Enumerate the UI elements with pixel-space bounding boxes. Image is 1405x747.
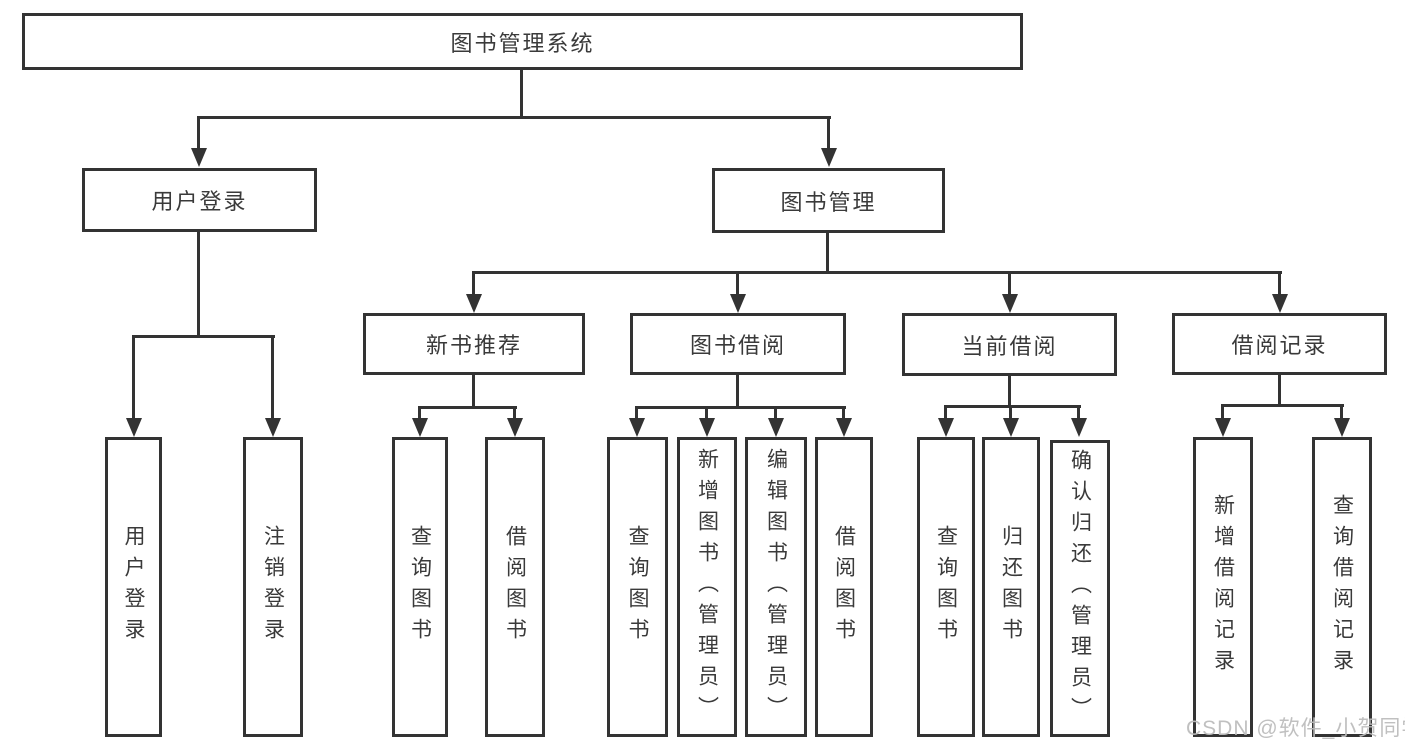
node-new-book-recommend: 新书推荐 [363, 313, 585, 375]
connector-arrow-shaft-g3-edit [774, 407, 777, 419]
arrowhead-g5-query [1334, 418, 1350, 437]
connector-arrow-shaft-current-borrow [1008, 272, 1011, 295]
leaf-query-books-2-label: 查询图书 [626, 525, 649, 649]
connector-arrow-shaft-g3-add [705, 407, 708, 419]
leaf-confirm-return-admin: 确认归还（管理员） [1050, 440, 1110, 737]
arrowhead-g3-edit [768, 418, 784, 437]
connector-arrow-shaft-g4-return [1009, 406, 1012, 419]
leaf-logout-label: 注销登录 [261, 525, 285, 649]
arrowhead-g4-confirm [1071, 418, 1087, 437]
arrowhead-g5-add [1215, 418, 1231, 437]
connector-new-book-stem [472, 375, 475, 408]
leaf-borrow-books-1-label: 借阅图书 [503, 525, 527, 649]
arrowhead-g3-query [629, 418, 645, 437]
connector-book-management-stem [826, 233, 829, 272]
leaf-borrow-books-2: 借阅图书 [815, 437, 873, 737]
connector-arrow-shaft-book-borrow [736, 272, 739, 295]
arrowhead-leaf-user-login [126, 418, 142, 437]
leaf-add-book-admin-label: 新增图书（管理员） [695, 447, 719, 727]
connector-book-borrow-hline [635, 406, 846, 409]
leaf-query-borrow-record-label: 查询借阅记录 [1330, 494, 1354, 680]
leaf-query-borrow-record: 查询借阅记录 [1312, 437, 1372, 737]
leaf-edit-book-admin-label: 编辑图书（管理员） [764, 447, 788, 727]
node-borrow-records: 借阅记录 [1172, 313, 1387, 375]
leaf-logout: 注销登录 [243, 437, 303, 737]
connector-user-login-stem [197, 232, 200, 336]
connector-arrow-shaft-book-management [827, 117, 830, 150]
connector-book-borrow-stem [736, 375, 739, 408]
connector-arrow-shaft-g5-query [1340, 405, 1343, 419]
node-current-borrow: 当前借阅 [902, 313, 1117, 376]
connector-current-borrow-stem [1008, 376, 1011, 407]
arrowhead-user-login [191, 148, 207, 167]
watermark: CSDN @软件_小贺同学 [1186, 717, 1405, 740]
leaf-borrow-books-2-label: 借阅图书 [832, 525, 856, 649]
connector-arrow-shaft-g2-borrow [513, 407, 516, 419]
leaf-add-book-admin: 新增图书（管理员） [677, 437, 737, 737]
leaf-user-login-label: 用户登录 [122, 525, 145, 649]
leaf-query-books-1: 查询图书 [392, 437, 448, 737]
arrowhead-g4-return [1003, 418, 1019, 437]
connector-arrow-shaft-new-book [472, 272, 475, 295]
connector-borrow-records-hline [1221, 404, 1344, 407]
connector-root-stem [520, 69, 523, 118]
arrowhead-borrow-records [1272, 294, 1288, 313]
node-book-borrow: 图书借阅 [630, 313, 846, 375]
leaf-return-books: 归还图书 [982, 437, 1040, 737]
leaf-confirm-return-admin-label: 确认归还（管理员） [1068, 449, 1092, 728]
connector-level3-hline [472, 271, 1282, 274]
connector-current-borrow-hline [944, 405, 1081, 408]
connector-user-login-hline [132, 335, 275, 338]
arrowhead-g4-query [938, 418, 954, 437]
connector-arrow-shaft-leaf-user-login [132, 336, 135, 419]
node-root: 图书管理系统 [22, 13, 1023, 70]
leaf-query-books-3-label: 查询图书 [934, 525, 958, 649]
leaf-return-books-label: 归还图书 [999, 525, 1023, 649]
arrowhead-g2-query [412, 418, 428, 437]
arrowhead-g2-borrow [507, 418, 523, 437]
leaf-query-books-2: 查询图书 [607, 437, 668, 737]
leaf-add-borrow-record-label: 新增借阅记录 [1211, 494, 1235, 680]
leaf-add-borrow-record: 新增借阅记录 [1193, 437, 1253, 737]
arrowhead-g3-borrow [836, 418, 852, 437]
connector-arrow-shaft-g2-query [418, 407, 421, 419]
arrowhead-book-borrow [730, 294, 746, 313]
leaf-edit-book-admin: 编辑图书（管理员） [745, 437, 807, 737]
arrowhead-current-borrow [1002, 294, 1018, 313]
connector-new-book-hline [418, 406, 517, 409]
leaf-query-books-1-label: 查询图书 [408, 525, 432, 649]
connector-level2-hline [197, 116, 831, 119]
leaf-borrow-books-1: 借阅图书 [485, 437, 545, 737]
connector-arrow-shaft-g4-query [944, 406, 947, 419]
node-user-login: 用户登录 [82, 168, 317, 232]
leaf-query-books-3: 查询图书 [917, 437, 975, 737]
leaf-user-login: 用户登录 [105, 437, 162, 737]
connector-arrow-shaft-g5-add [1221, 405, 1224, 419]
connector-arrow-shaft-g3-query [635, 407, 638, 419]
connector-borrow-records-stem [1278, 375, 1281, 406]
arrowhead-book-management [821, 148, 837, 167]
arrowhead-g3-add [699, 418, 715, 437]
connector-arrow-shaft-leaf-logout [271, 336, 274, 419]
connector-arrow-shaft-g4-confirm [1077, 406, 1080, 419]
connector-arrow-shaft-user-login [197, 117, 200, 150]
connector-arrow-shaft-borrow-records [1278, 272, 1281, 295]
arrowhead-new-book [466, 294, 482, 313]
node-book-management: 图书管理 [712, 168, 945, 233]
connector-arrow-shaft-g3-borrow [842, 407, 845, 419]
arrowhead-leaf-logout [265, 418, 281, 437]
